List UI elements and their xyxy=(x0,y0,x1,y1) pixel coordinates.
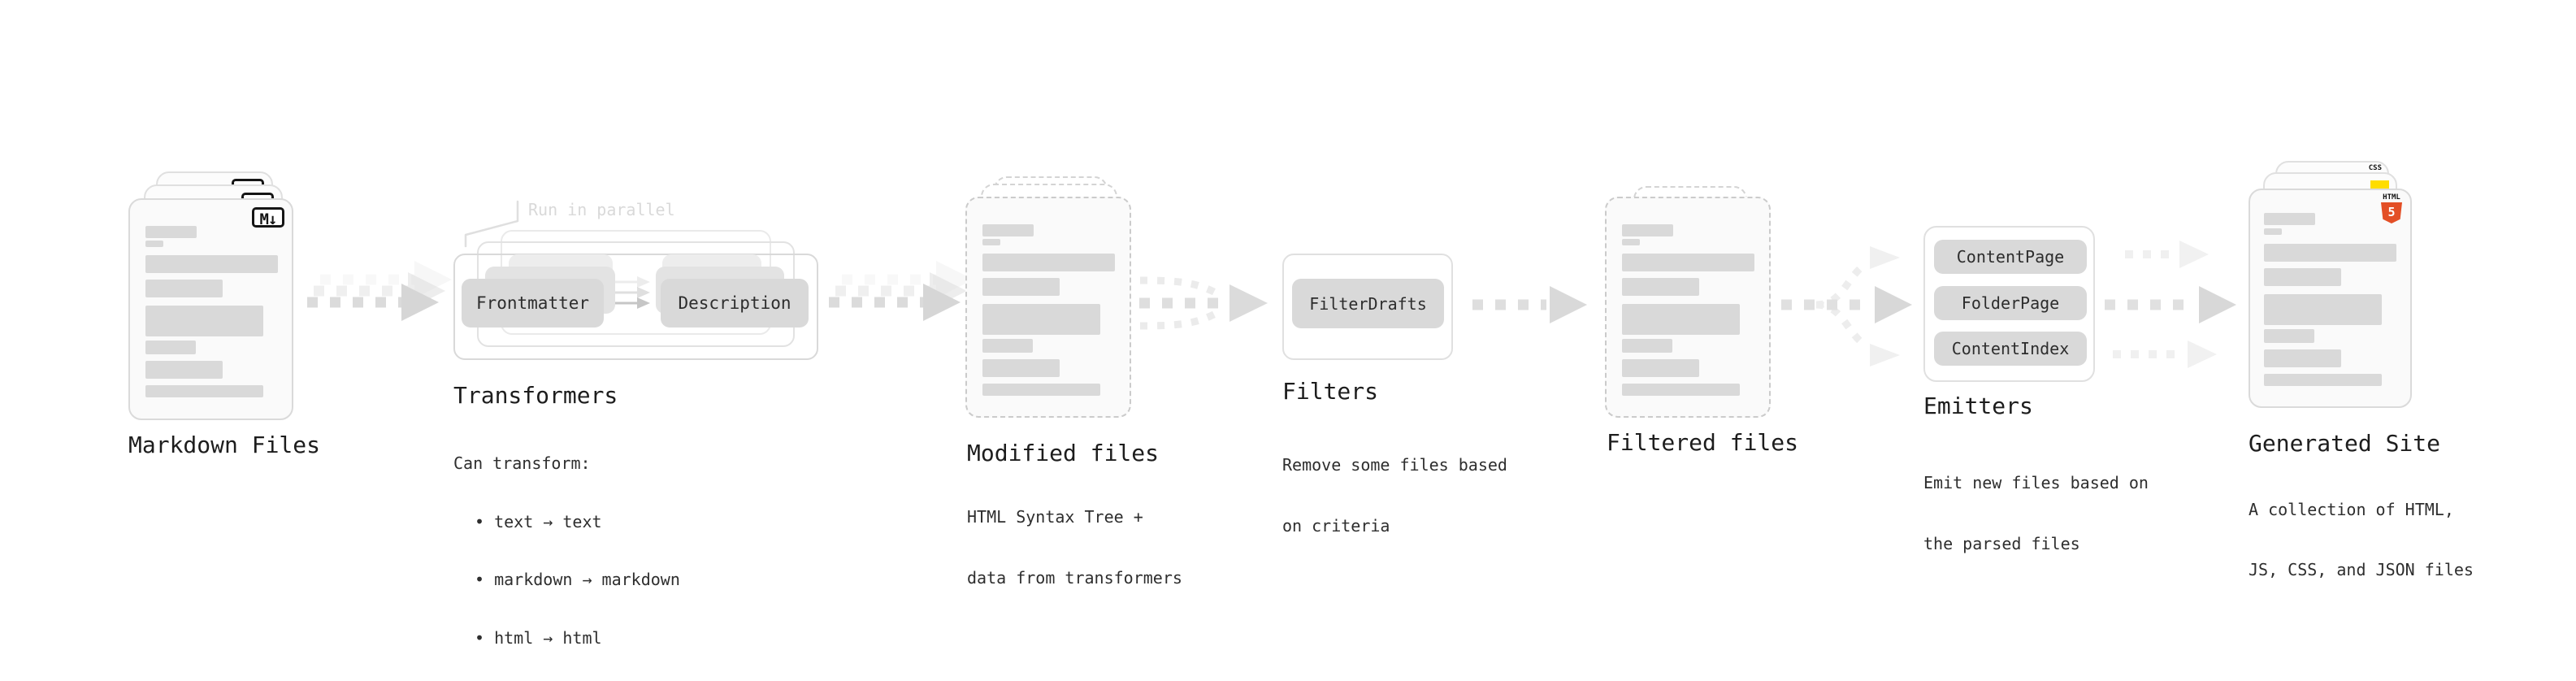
html5-icon: HTML 5 xyxy=(2379,194,2404,223)
text-line-bar xyxy=(2264,329,2314,343)
arrow-emitters-to-site-bottom xyxy=(2113,340,2217,368)
text-line-bar xyxy=(1622,384,1740,396)
text-line-bar xyxy=(1622,304,1740,335)
description-line: the parsed files xyxy=(1923,534,2080,553)
filtered-files-label: Filtered files xyxy=(1607,429,1799,456)
description-line: JS, CSS, and JSON files xyxy=(2249,560,2474,579)
text-line-bar xyxy=(1622,224,1673,236)
description-line: on criteria xyxy=(1282,516,1390,536)
text-line-bar xyxy=(2264,268,2341,286)
generated-site-label: Generated Site xyxy=(2249,430,2441,457)
description-line: Emit new files based on xyxy=(1923,473,2149,492)
text-line-bar xyxy=(2264,349,2341,367)
text-line-bar xyxy=(145,361,223,379)
text-line-bar xyxy=(982,254,1115,271)
text-line-bar xyxy=(982,278,1060,296)
markdown-files-label: Markdown Files xyxy=(128,432,321,458)
description-line: HTML Syntax Tree + xyxy=(967,507,1143,527)
file-card-front xyxy=(1605,197,1771,418)
transformer-step-arrows xyxy=(612,276,650,309)
generated-site-description: A collection of HTML, JS, CSS, and JSON … xyxy=(2249,460,2474,619)
text-line-bar xyxy=(145,241,163,247)
text-line-bar xyxy=(982,384,1100,396)
text-line-bar xyxy=(982,304,1100,335)
emitters-description: Emit new files based on the parsed files xyxy=(1923,433,2149,594)
arrow-emitters-to-site-top xyxy=(2125,241,2209,268)
text-line-bar xyxy=(145,306,263,336)
text-line-bar xyxy=(982,224,1034,236)
text-line-bar xyxy=(982,239,1000,245)
file-card-front: M↓ xyxy=(128,198,293,420)
arrow-modified-to-filters-merge xyxy=(1139,276,1268,330)
modified-files-label: Modified files xyxy=(967,440,1160,466)
html5-icon-shield: 5 xyxy=(2381,202,2402,223)
html5-icon-word: HTML xyxy=(2383,193,2400,202)
text-line-bar xyxy=(1622,339,1672,353)
text-line-bar xyxy=(1622,254,1754,271)
description-line: data from transformers xyxy=(967,568,1182,588)
markdown-icon: M↓ xyxy=(252,207,284,228)
filters-description: Remove some files based on criteria xyxy=(1282,415,1507,576)
description-line: • text → text xyxy=(475,511,602,531)
text-line-bar xyxy=(982,339,1033,353)
arrow-transformers-to-modified xyxy=(829,261,974,321)
description-line: Remove some files based xyxy=(1282,455,1507,475)
text-line-bar xyxy=(145,340,196,354)
filters-label: Filters xyxy=(1282,378,1379,405)
description-line: • html → html xyxy=(475,627,602,648)
transformers-box-front xyxy=(453,254,818,360)
run-in-parallel-annotation: Run in parallel xyxy=(528,200,675,219)
text-line-bar xyxy=(145,226,197,238)
description-line: • markdown → markdown xyxy=(475,570,680,589)
text-line-bar xyxy=(2264,374,2382,386)
arrow-markdown-to-transformers xyxy=(307,261,452,321)
description-line: Can transform: xyxy=(453,453,591,473)
emitters-label: Emitters xyxy=(1923,393,2033,419)
transformer-button-description: Description xyxy=(661,279,809,327)
emitter-button-folderpage: FolderPage xyxy=(1934,286,2087,320)
modified-files-description: HTML Syntax Tree + data from transformer… xyxy=(967,467,1182,628)
text-line-bar xyxy=(2264,294,2382,325)
emitter-button-contentindex: ContentIndex xyxy=(1934,332,2087,366)
arrow-emitters-to-site-middle xyxy=(2105,286,2236,323)
transformer-button-frontmatter: Frontmatter xyxy=(462,279,604,327)
file-card-front: HTML 5 xyxy=(2249,189,2412,408)
arrow-filtered-to-emitters-fanout xyxy=(1781,246,1912,367)
text-line-bar xyxy=(2264,213,2315,225)
filter-button-filterdrafts: FilterDrafts xyxy=(1292,279,1444,328)
file-card-front xyxy=(965,197,1131,418)
text-line-bar xyxy=(982,359,1060,377)
text-line-bar xyxy=(145,280,223,297)
arrow-filters-to-filtered xyxy=(1472,286,1587,323)
emitter-button-contentpage: ContentPage xyxy=(1934,240,2087,274)
text-line-bar xyxy=(2264,228,2282,235)
text-line-bar xyxy=(2264,244,2396,262)
text-line-bar xyxy=(1622,278,1699,296)
transformers-description: Can transform: • text → text • markdown … xyxy=(453,415,680,681)
run-in-parallel-leader-line xyxy=(464,200,519,248)
text-line-bar xyxy=(145,385,263,397)
text-line-bar xyxy=(145,255,278,273)
text-line-bar xyxy=(1622,239,1640,245)
transformers-label: Transformers xyxy=(453,382,618,409)
description-line: A collection of HTML, xyxy=(2249,500,2454,519)
text-line-bar xyxy=(1622,359,1699,377)
